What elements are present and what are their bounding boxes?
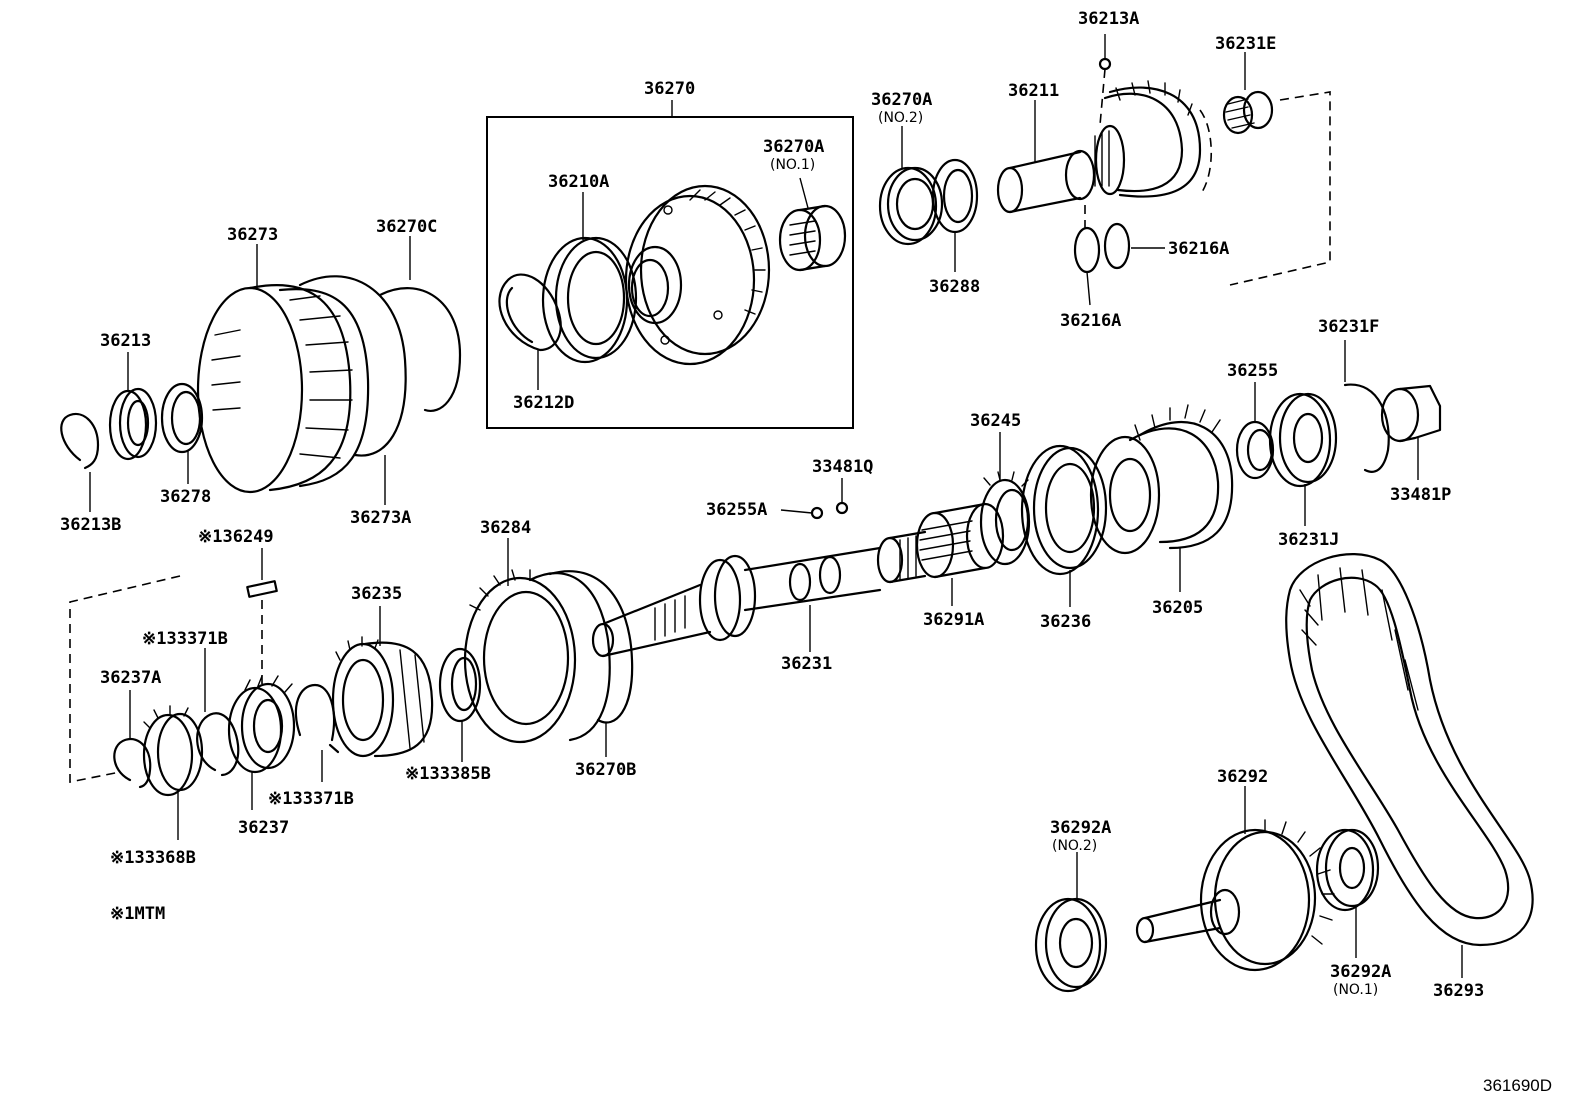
- synchro-ring-36284: [463, 569, 611, 744]
- snap-ring-133371B-top: [196, 712, 240, 777]
- label-133371B-bottom: ※133371B: [268, 789, 354, 809]
- washer-36288: [931, 158, 979, 234]
- label-36270C: 36270C: [376, 217, 438, 237]
- label-36245: 36245: [970, 411, 1022, 431]
- label-36293: 36293: [1433, 981, 1485, 1001]
- label-36213B: 36213B: [60, 515, 122, 535]
- gear-36235: [331, 636, 434, 758]
- washer-36213: [108, 387, 158, 461]
- snap-ring-36270B: [548, 570, 634, 724]
- label-36270: 36270: [644, 79, 696, 99]
- group-box-36270: [486, 116, 854, 429]
- label-36273A: 36273A: [350, 508, 412, 528]
- label-36237: 36237: [238, 818, 290, 838]
- drive-chain-36293: [1285, 553, 1534, 947]
- drive-sprocket-36205: [1089, 404, 1234, 555]
- label-33481Q: 33481Q: [812, 457, 874, 477]
- cap-33481P: [1380, 384, 1442, 443]
- label-36270B: 36270B: [575, 760, 637, 780]
- label-36210A: 36210A: [548, 172, 610, 192]
- label-36236: 36236: [1040, 612, 1092, 632]
- label-36273: 36273: [227, 225, 279, 245]
- label-36270A-no2: 36270A: [871, 90, 933, 110]
- label-36292: 36292: [1217, 767, 1269, 787]
- label-36292A-no1: 36292A: [1330, 962, 1392, 982]
- label-36216A-right: 36216A: [1168, 239, 1230, 259]
- needle-bearing-36231E: [1222, 90, 1274, 135]
- bearing-36292A-no2: [1034, 897, 1108, 993]
- needle-bearing-36291A: [915, 502, 1005, 579]
- bearing-36270A-no2: [878, 166, 944, 246]
- label-36270A-no1-sub: (NO.1): [770, 157, 816, 173]
- gear-133368B: [142, 705, 204, 797]
- label-133368B: ※133368B: [110, 848, 196, 868]
- label-133385B: ※133385B: [405, 764, 491, 784]
- snap-ring-36270C: [298, 275, 462, 457]
- bearing-36292A-no1: [1315, 828, 1380, 912]
- label-36216A-bottom: 36216A: [1060, 311, 1122, 331]
- label-36231J: 36231J: [1278, 530, 1340, 550]
- label-36213A: 36213A: [1078, 9, 1140, 29]
- label-1MTM: ※1MTM: [110, 904, 166, 924]
- needle-bearing-36270A-no1: [778, 204, 847, 272]
- snap-ring-36213B: [60, 412, 100, 470]
- label-133371B-top: ※133371B: [142, 629, 228, 649]
- label-36270A-no2-sub: (NO.2): [878, 110, 924, 126]
- label-36270A-no1: 36270A: [763, 137, 825, 157]
- snap-ring-133371B-bottom: [295, 683, 340, 754]
- label-36231E: 36231E: [1215, 34, 1277, 54]
- race-36210A: [541, 236, 638, 364]
- figure-id: 361690D: [1483, 1076, 1553, 1095]
- label-36255A: 36255A: [706, 500, 768, 520]
- label-33481P: 33481P: [1390, 485, 1452, 505]
- planetary-carrier: [624, 184, 771, 366]
- label-36292A-no1-sub: (NO.1): [1333, 982, 1379, 998]
- label-36255: 36255: [1227, 361, 1279, 381]
- hub-36237: [227, 675, 296, 774]
- synchro-hub-36245: [979, 471, 1031, 566]
- main-shaft-36231: [591, 530, 927, 658]
- label-36212D: 36212D: [513, 393, 575, 413]
- label-36205: 36205: [1152, 598, 1204, 618]
- label-36278: 36278: [160, 487, 212, 507]
- label-36213: 36213: [100, 331, 152, 351]
- spacer-36255: [1235, 420, 1275, 480]
- driven-sprocket-36292: [1135, 819, 1335, 972]
- label-36211: 36211: [1008, 81, 1060, 101]
- ring-gear-36273: [196, 284, 370, 494]
- bushing-133385B: [438, 647, 482, 723]
- snap-ring-36212D: [498, 273, 562, 352]
- label-36288: 36288: [929, 277, 981, 297]
- bearing-36231J: [1268, 392, 1338, 488]
- spacer-36278: [160, 382, 204, 454]
- label-36291A: 36291A: [923, 610, 985, 630]
- label-36292A-no2: 36292A: [1050, 818, 1112, 838]
- sleeve-36236: [1020, 444, 1108, 576]
- label-136249: ※136249: [198, 527, 274, 547]
- label-36231: 36231: [781, 654, 833, 674]
- shaft-36211: [996, 80, 1213, 214]
- label-36231F: 36231F: [1318, 317, 1380, 337]
- snap-rings-36216A: [1073, 222, 1131, 274]
- label-36237A: 36237A: [100, 668, 162, 688]
- label-36292A-no2-sub: (NO.2): [1052, 838, 1098, 854]
- snap-ring-36231F: [1343, 383, 1390, 473]
- label-36235: 36235: [351, 584, 403, 604]
- label-36284: 36284: [480, 518, 532, 538]
- key-136249: [246, 580, 278, 598]
